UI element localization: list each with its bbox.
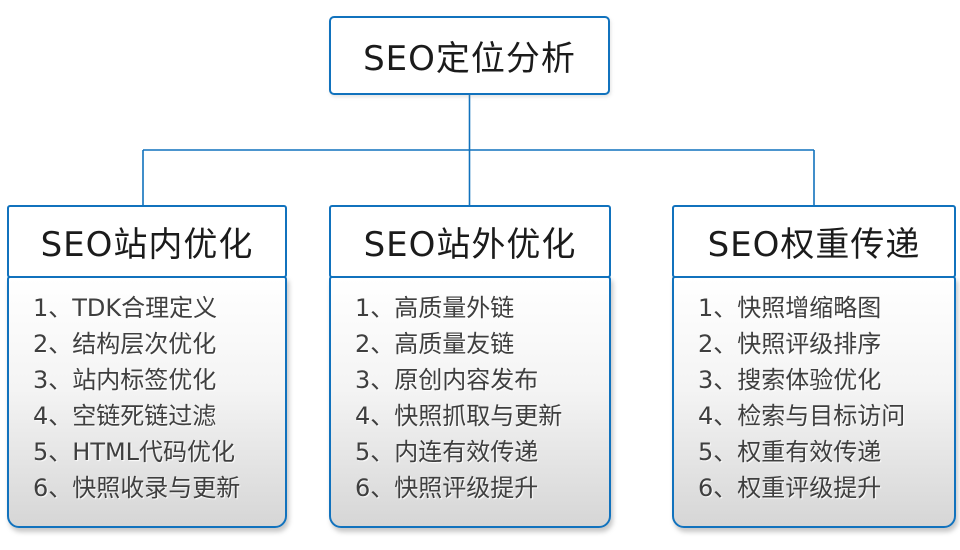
list-item: 4、空链死链过滤 (33, 402, 217, 430)
branch-list-onsite: 1、TDK合理定义 2、结构层次优化 3、站内标签优化 4、空链死链过滤 5、H… (7, 276, 287, 528)
branch-header-onsite: SEO站内优化 (7, 205, 287, 278)
branch-list-weight: 1、快照增缩略图 2、快照评级排序 3、搜索体验优化 4、检索与目标访问 5、权… (672, 276, 956, 528)
list-item: 2、高质量友链 (355, 330, 515, 358)
list-item: 3、搜索体验优化 (698, 366, 882, 394)
list-item: 4、快照抓取与更新 (355, 402, 563, 430)
list-item: 5、内连有效传递 (355, 438, 539, 466)
list-item: 4、检索与目标访问 (698, 402, 906, 430)
branch-list-offsite: 1、高质量外链 2、高质量友链 3、原创内容发布 4、快照抓取与更新 5、内连有… (329, 276, 611, 528)
branch-header-weight: SEO权重传递 (672, 205, 956, 278)
root-node-title: SEO定位分析 (363, 39, 576, 79)
list-item: 2、结构层次优化 (33, 330, 217, 358)
list-item: 6、快照评级提升 (355, 474, 539, 502)
branch-column-weight: SEO权重传递 1、快照增缩略图 2、快照评级排序 3、搜索体验优化 4、检索与… (672, 205, 956, 528)
list-item: 6、权重评级提升 (698, 474, 882, 502)
branch-column-offsite: SEO站外优化 1、高质量外链 2、高质量友链 3、原创内容发布 4、快照抓取与… (329, 205, 611, 528)
branch-title: SEO站内优化 (40, 225, 254, 265)
list-item: 1、快照增缩略图 (698, 294, 882, 322)
list-item: 1、TDK合理定义 (33, 294, 218, 322)
list-item: 3、原创内容发布 (355, 366, 539, 394)
branch-title: SEO权重传递 (707, 225, 921, 265)
list-item: 5、HTML代码优化 (33, 438, 236, 466)
list-item: 5、权重有效传递 (698, 438, 882, 466)
branch-title: SEO站外优化 (363, 225, 577, 265)
branch-header-offsite: SEO站外优化 (329, 205, 611, 278)
list-item: 2、快照评级排序 (698, 330, 882, 358)
list-item: 1、高质量外链 (355, 294, 515, 322)
branch-column-onsite: SEO站内优化 1、TDK合理定义 2、结构层次优化 3、站内标签优化 4、空链… (7, 205, 287, 528)
list-item: 6、快照收录与更新 (33, 474, 241, 502)
list-item: 3、站内标签优化 (33, 366, 217, 394)
root-node: SEO定位分析 (329, 16, 610, 95)
